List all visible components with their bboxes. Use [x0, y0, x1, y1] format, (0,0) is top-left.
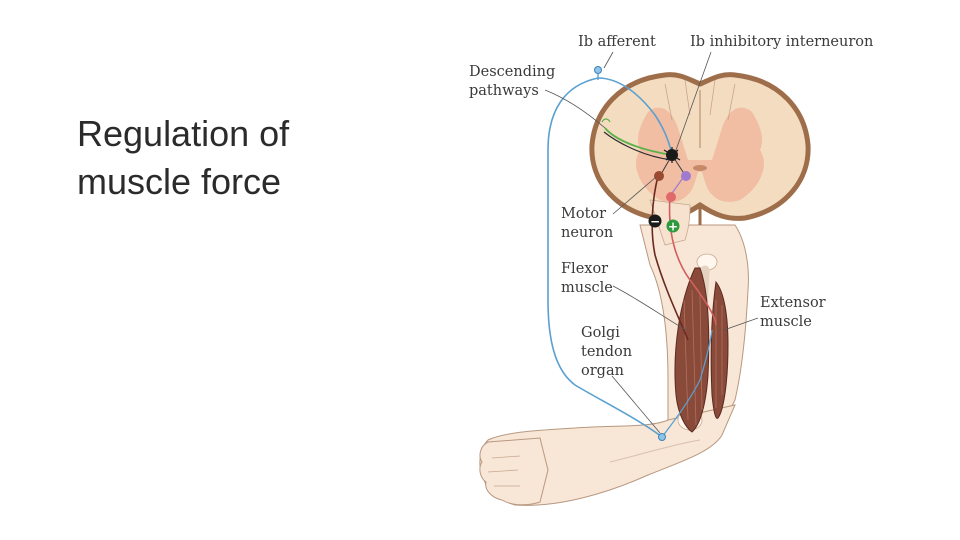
descending-pathway-fiber	[604, 127, 673, 156]
spinal-reflex-diagram: − + Ib afferent Ib inhibitory interneuro…	[469, 34, 873, 506]
ib-afferent-fiber	[547, 77, 673, 438]
extensor-muscle	[710, 280, 729, 419]
fist	[479, 437, 549, 506]
label-extensor-2: muscle	[760, 314, 812, 330]
gray-matter	[636, 107, 764, 202]
slide-title-line1: Regulation of	[77, 113, 290, 154]
label-ib-afferent: Ib afferent	[578, 34, 656, 50]
golgi-tendon-organ	[658, 433, 666, 441]
label-motor-1: Motor	[561, 206, 606, 222]
label-golgi-3: organ	[581, 363, 624, 379]
label-flexor-2: muscle	[561, 280, 613, 296]
label-extensor-1: Extensor	[760, 295, 826, 311]
label-descending-2: pathways	[469, 83, 539, 99]
flexor-motor-neuron	[654, 171, 664, 181]
diagram-labels: Ib afferent Ib inhibitory interneuron De…	[469, 34, 873, 379]
inhibitory-synapse-sign	[648, 214, 662, 228]
excitatory-synapse-sign	[666, 219, 680, 233]
label-golgi-1: Golgi	[581, 325, 620, 341]
flexor-motor-axon	[651, 175, 689, 341]
label-descending-1: Descending	[469, 64, 555, 80]
label-motor-2: neuron	[561, 225, 613, 241]
slide-title: Regulation of muscle force	[77, 110, 377, 206]
dorsal-root-ganglion	[594, 66, 602, 74]
excitatory-symbol: +	[668, 220, 678, 234]
spinal-cord	[589, 72, 811, 246]
label-flexor-1: Flexor	[561, 261, 608, 277]
muscles	[674, 267, 729, 433]
slide-title-line2: muscle force	[77, 161, 282, 202]
excitatory-interneuron	[681, 171, 691, 181]
neurons: − +	[648, 147, 691, 441]
extensor-motor-axon	[668, 195, 717, 326]
leader-lines	[544, 51, 759, 434]
extensor-motor-neuron	[666, 192, 676, 202]
label-golgi-2: tendon	[581, 344, 632, 360]
label-ib-interneuron: Ib inhibitory interneuron	[690, 34, 873, 50]
central-canal	[693, 165, 707, 171]
inhibitory-symbol: −	[650, 215, 660, 229]
